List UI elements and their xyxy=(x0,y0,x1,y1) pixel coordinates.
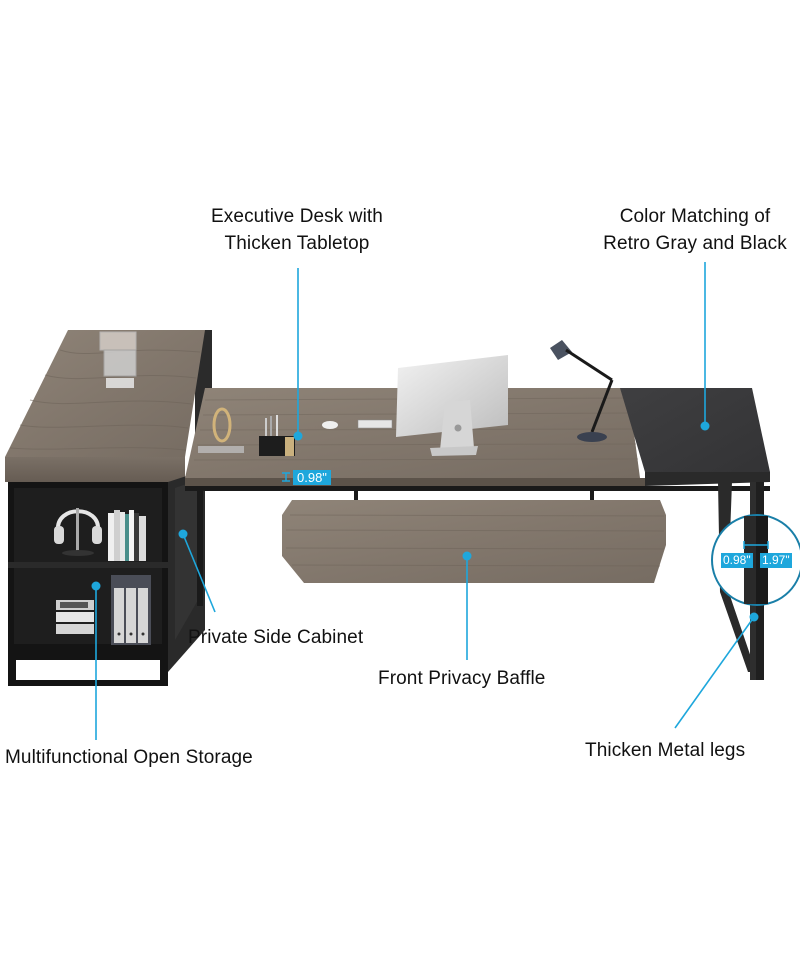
tabletop-thickness-badge: 0.98" xyxy=(293,470,331,485)
privacy-baffle xyxy=(282,491,666,583)
callout-private-side-cabinet: Private Side Cabinet xyxy=(188,627,364,648)
callout-executive-desk: Executive Desk with Thicken Tabletop xyxy=(211,206,383,254)
callout-color-matching: Color Matching of Retro Gray and Black xyxy=(603,206,787,254)
callout-thicken-metal-legs: Thicken Metal legs xyxy=(585,740,746,761)
callout-dots xyxy=(91,421,759,622)
side-cabinet xyxy=(5,330,212,686)
desk-lamp-decor xyxy=(550,340,614,442)
thickness-marker-icon xyxy=(282,472,290,482)
binders-decor xyxy=(111,575,151,645)
callout-lines xyxy=(95,262,755,740)
headphones-decor xyxy=(54,508,102,556)
acrylic-organizer-decor xyxy=(99,331,137,388)
books-decor xyxy=(108,510,146,561)
callout-multifunctional-open-storage: Multifunctional Open Storage xyxy=(5,747,253,768)
leg-depth-badge: 1.97" xyxy=(760,553,792,568)
leg-width-badge: 0.98" xyxy=(721,553,753,568)
callout-front-privacy-baffle: Front Privacy Baffle xyxy=(378,668,546,689)
file-tray-decor xyxy=(56,600,94,634)
desk-accessories xyxy=(198,340,614,456)
